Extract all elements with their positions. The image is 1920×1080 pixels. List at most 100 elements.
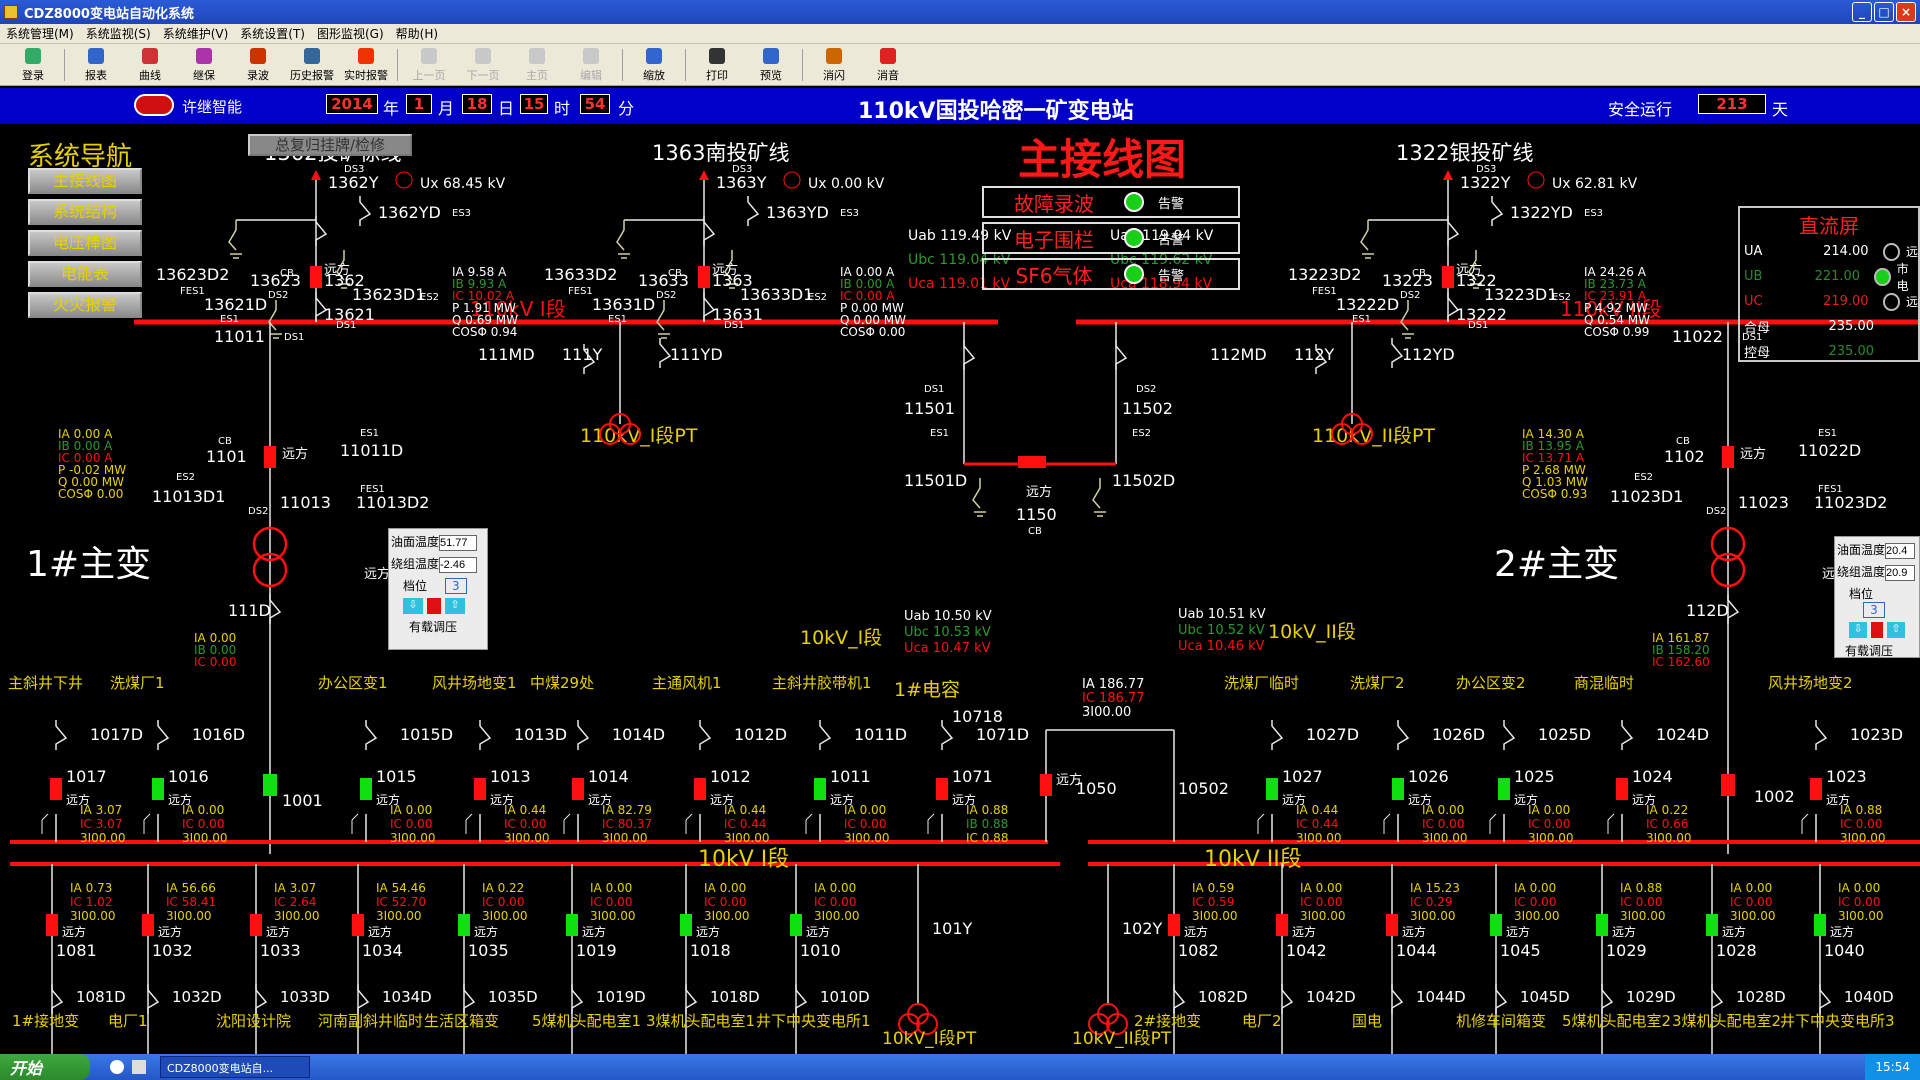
feeder-earth[interactable] <box>1392 984 1402 1014</box>
tap-up-icon[interactable]: ⇧ <box>1887 622 1905 638</box>
breaker-1102[interactable] <box>1722 446 1734 468</box>
feeder-earth[interactable] <box>1712 984 1722 1014</box>
breaker-1013[interactable] <box>474 778 486 800</box>
feeder-disconnector[interactable] <box>1816 720 1826 750</box>
feeder-disconnector[interactable] <box>578 720 588 750</box>
line-disconnector[interactable] <box>316 216 326 246</box>
breaker-1045[interactable] <box>1490 914 1502 936</box>
feeder-earth[interactable] <box>358 984 368 1014</box>
breaker-1027[interactable] <box>1266 778 1278 800</box>
transformer-disconnector[interactable] <box>270 594 280 624</box>
breaker-1018[interactable] <box>680 914 692 936</box>
alarm-fault-recorder[interactable]: 故障录波 告警 <box>982 186 1240 218</box>
toolbar-wave-record-button[interactable]: 录波 <box>231 45 285 85</box>
breaker-1034[interactable] <box>352 914 364 936</box>
winding-temp-field[interactable] <box>1885 565 1915 581</box>
breaker-1014[interactable] <box>572 778 584 800</box>
reset-tag-button[interactable]: 总复归挂牌/检修 <box>248 134 412 156</box>
menu-system-monitor[interactable]: 系统监视(S) <box>80 25 157 42</box>
toolbar-realtime-alarm-button[interactable]: 实时报警 <box>339 45 393 85</box>
menu-system-manage[interactable]: 系统管理(M) <box>0 25 80 42</box>
desktop-quicklaunch-icon[interactable] <box>132 1060 146 1074</box>
taskbar-window-button[interactable]: CDZ8000变电站自... <box>160 1056 310 1078</box>
minimize-button[interactable]: _ <box>1852 2 1872 22</box>
breaker-1322[interactable] <box>1442 266 1454 288</box>
breaker-1029[interactable] <box>1596 914 1608 936</box>
menu-system-maintain[interactable]: 系统维护(V) <box>157 25 235 42</box>
breaker-1081[interactable] <box>46 914 58 936</box>
nav-fire-alarm[interactable]: 火灾报警 <box>28 292 142 318</box>
breaker-1025[interactable] <box>1498 778 1510 800</box>
toolbar-relay-button[interactable]: 继保 <box>177 45 231 85</box>
toolbar-stop-flash-button[interactable]: 消闪 <box>807 45 861 85</box>
breaker-1026[interactable] <box>1392 778 1404 800</box>
feeder-earth[interactable] <box>1602 984 1612 1014</box>
feeder-disconnector[interactable] <box>942 720 952 750</box>
feeder-disconnector[interactable] <box>480 720 490 750</box>
breaker-1010[interactable] <box>790 914 802 936</box>
breaker-1071[interactable] <box>936 778 948 800</box>
breaker-1044[interactable] <box>1386 914 1398 936</box>
breaker-1042[interactable] <box>1276 914 1288 936</box>
bus-tie-disconnector[interactable] <box>964 340 974 370</box>
feeder-earth[interactable] <box>686 984 696 1014</box>
tap-down-icon[interactable]: ⇩ <box>1849 622 1867 638</box>
breaker-1032[interactable] <box>142 914 154 936</box>
nav-main-wiring[interactable]: 主接线图 <box>28 168 142 194</box>
breaker-1023[interactable] <box>1810 778 1822 800</box>
bus-tie-disconnector[interactable] <box>1116 340 1126 370</box>
line-disconnector[interactable] <box>360 196 370 226</box>
feeder-earth[interactable] <box>1174 984 1184 1014</box>
breaker-1040[interactable] <box>1814 914 1826 936</box>
breaker-1035[interactable] <box>458 914 470 936</box>
pt-disconnector[interactable] <box>660 338 670 368</box>
feeder-earth[interactable] <box>256 984 266 1014</box>
feeder-earth[interactable] <box>464 984 474 1014</box>
close-button[interactable]: × <box>1896 2 1916 22</box>
feeder-disconnector[interactable] <box>1272 720 1282 750</box>
breaker-1082[interactable] <box>1168 914 1180 936</box>
feeder-disconnector[interactable] <box>1504 720 1514 750</box>
tap-up-icon[interactable]: ⇧ <box>445 598 465 614</box>
feeder-earth[interactable] <box>148 984 158 1014</box>
feeder-earth[interactable] <box>796 984 806 1014</box>
toolbar-login-button[interactable]: 登录 <box>6 45 60 85</box>
transformer-disconnector[interactable] <box>1728 594 1738 624</box>
tap-stop-icon[interactable] <box>1871 622 1883 638</box>
nav-energy-meter[interactable]: 电能表 <box>28 261 142 287</box>
feeder-disconnector[interactable] <box>366 720 376 750</box>
bus-tie-breaker-1150[interactable] <box>1018 456 1046 468</box>
tap-down-icon[interactable]: ⇩ <box>403 598 423 614</box>
breaker-incomer[interactable] <box>1721 774 1735 796</box>
oil-temp-field[interactable] <box>439 535 477 551</box>
toolbar-report-button[interactable]: 报表 <box>69 45 123 85</box>
ie-quicklaunch-icon[interactable] <box>110 1060 124 1074</box>
feeder-earth[interactable] <box>572 984 582 1014</box>
feeder-disconnector[interactable] <box>1622 720 1632 750</box>
menu-graphic-monitor[interactable]: 图形监视(G) <box>311 25 390 42</box>
menu-system-settings[interactable]: 系统设置(T) <box>234 25 311 42</box>
breaker-1033[interactable] <box>250 914 262 936</box>
toolbar-curve-button[interactable]: 曲线 <box>123 45 177 85</box>
feeder-disconnector[interactable] <box>158 720 168 750</box>
breaker-1015[interactable] <box>360 778 372 800</box>
breaker-1012[interactable] <box>694 778 706 800</box>
toolbar-preview-button[interactable]: 预览 <box>744 45 798 85</box>
alarm-electronic-fence[interactable]: 电子围栏 告警 <box>982 222 1240 254</box>
feeder-earth[interactable] <box>1282 984 1292 1014</box>
breaker-1017[interactable] <box>50 778 62 800</box>
breaker-1362[interactable] <box>310 266 322 288</box>
maximize-button[interactable]: □ <box>1874 2 1894 22</box>
line-disconnector[interactable] <box>1492 196 1502 226</box>
line-disconnector[interactable] <box>1448 216 1458 246</box>
breaker-1019[interactable] <box>566 914 578 936</box>
line-disconnector[interactable] <box>748 196 758 226</box>
breaker-1028[interactable] <box>1706 914 1718 936</box>
start-button[interactable]: 开始 <box>0 1054 90 1080</box>
feeder-earth[interactable] <box>52 984 62 1014</box>
nav-voltage-bar[interactable]: 电压棒图 <box>28 230 142 256</box>
feeder-disconnector[interactable] <box>700 720 710 750</box>
breaker-1101[interactable] <box>264 446 276 468</box>
feeder-disconnector[interactable] <box>1398 720 1408 750</box>
toolbar-mute-button[interactable]: 消音 <box>861 45 915 85</box>
